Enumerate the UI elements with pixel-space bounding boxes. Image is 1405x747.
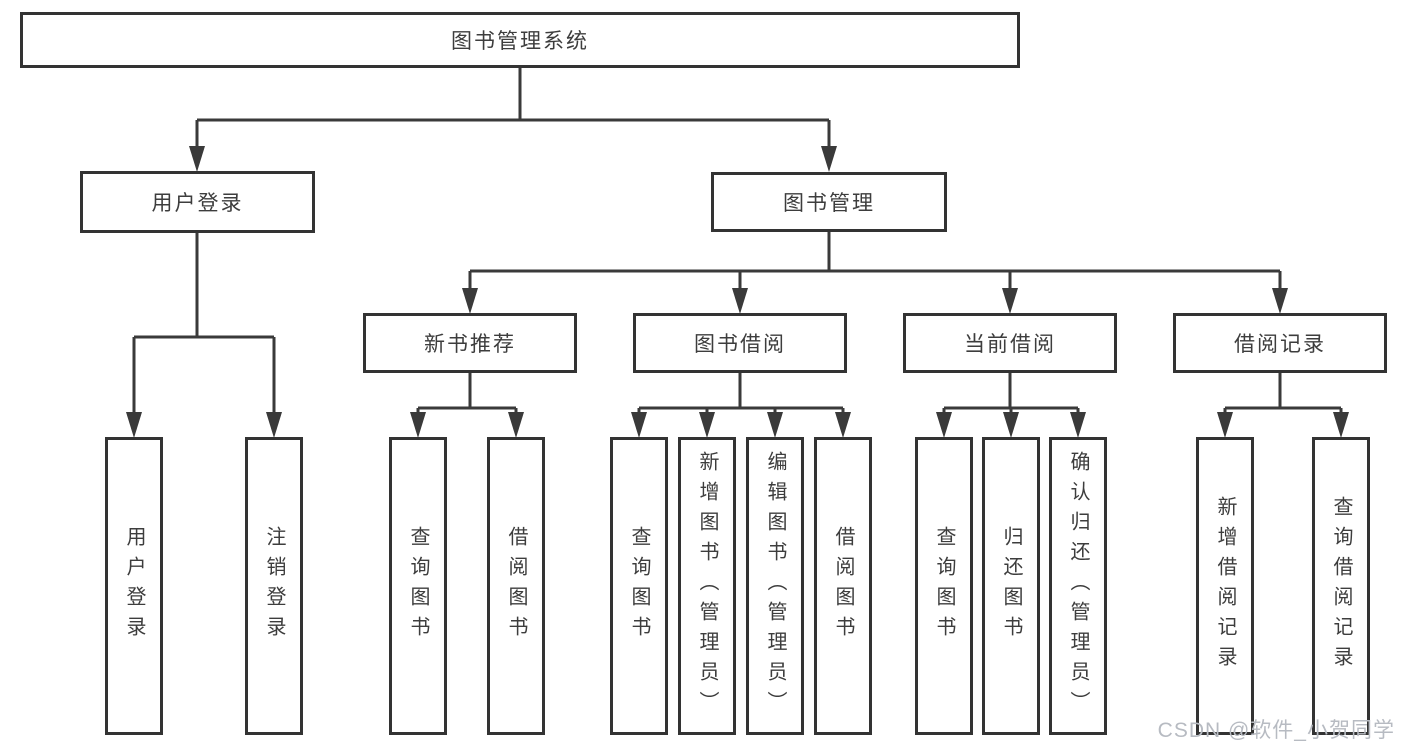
leaf-label: 确认归还（管理员） xyxy=(1067,451,1089,721)
leaf-query-borrow-record: 查询借阅记录 xyxy=(1312,437,1370,735)
arrowheads xyxy=(126,146,1349,438)
leaf-query-books-recommend: 查询图书 xyxy=(389,437,447,735)
csdn-watermark: CSDN @软件_小贺同学 xyxy=(1157,719,1395,742)
leaf-label: 查询借阅记录 xyxy=(1330,496,1352,676)
leaf-borrow-books-recommend: 借阅图书 xyxy=(487,437,545,735)
leaf-label: 注销登录 xyxy=(263,526,285,646)
leaf-query-books-borrow: 查询图书 xyxy=(610,437,668,735)
node-book-borrow: 图书借阅 xyxy=(633,313,847,373)
leaf-label: 用户登录 xyxy=(123,526,145,646)
leaf-query-books-current: 查询图书 xyxy=(915,437,973,735)
leaf-label: 借阅图书 xyxy=(505,526,527,646)
node-library-management-system: 图书管理系统 xyxy=(20,12,1020,68)
leaf-label: 查询图书 xyxy=(628,526,650,646)
leaf-label: 查询图书 xyxy=(933,526,955,646)
node-book-management: 图书管理 xyxy=(711,172,947,232)
leaf-edit-book-admin: 编辑图书（管理员） xyxy=(746,437,804,735)
leaf-user-login: 用户登录 xyxy=(105,437,163,735)
leaf-confirm-return-admin: 确认归还（管理员） xyxy=(1049,437,1107,735)
leaf-add-borrow-record: 新增借阅记录 xyxy=(1196,437,1254,735)
leaf-borrow-books: 借阅图书 xyxy=(814,437,872,735)
leaf-label: 新增图书（管理员） xyxy=(696,451,718,721)
leaf-label: 查询图书 xyxy=(407,526,429,646)
leaf-label: 新增借阅记录 xyxy=(1214,496,1236,676)
leaf-label: 归还图书 xyxy=(1000,526,1022,646)
node-new-book-recommend: 新书推荐 xyxy=(363,313,577,373)
leaf-add-book-admin: 新增图书（管理员） xyxy=(678,437,736,735)
node-borrow-records: 借阅记录 xyxy=(1173,313,1387,373)
leaf-label: 借阅图书 xyxy=(832,526,854,646)
leaf-return-books: 归还图书 xyxy=(982,437,1040,735)
node-user-login: 用户登录 xyxy=(80,171,315,233)
node-current-borrow: 当前借阅 xyxy=(903,313,1117,373)
leaf-label: 编辑图书（管理员） xyxy=(764,451,786,721)
leaf-logout: 注销登录 xyxy=(245,437,303,735)
